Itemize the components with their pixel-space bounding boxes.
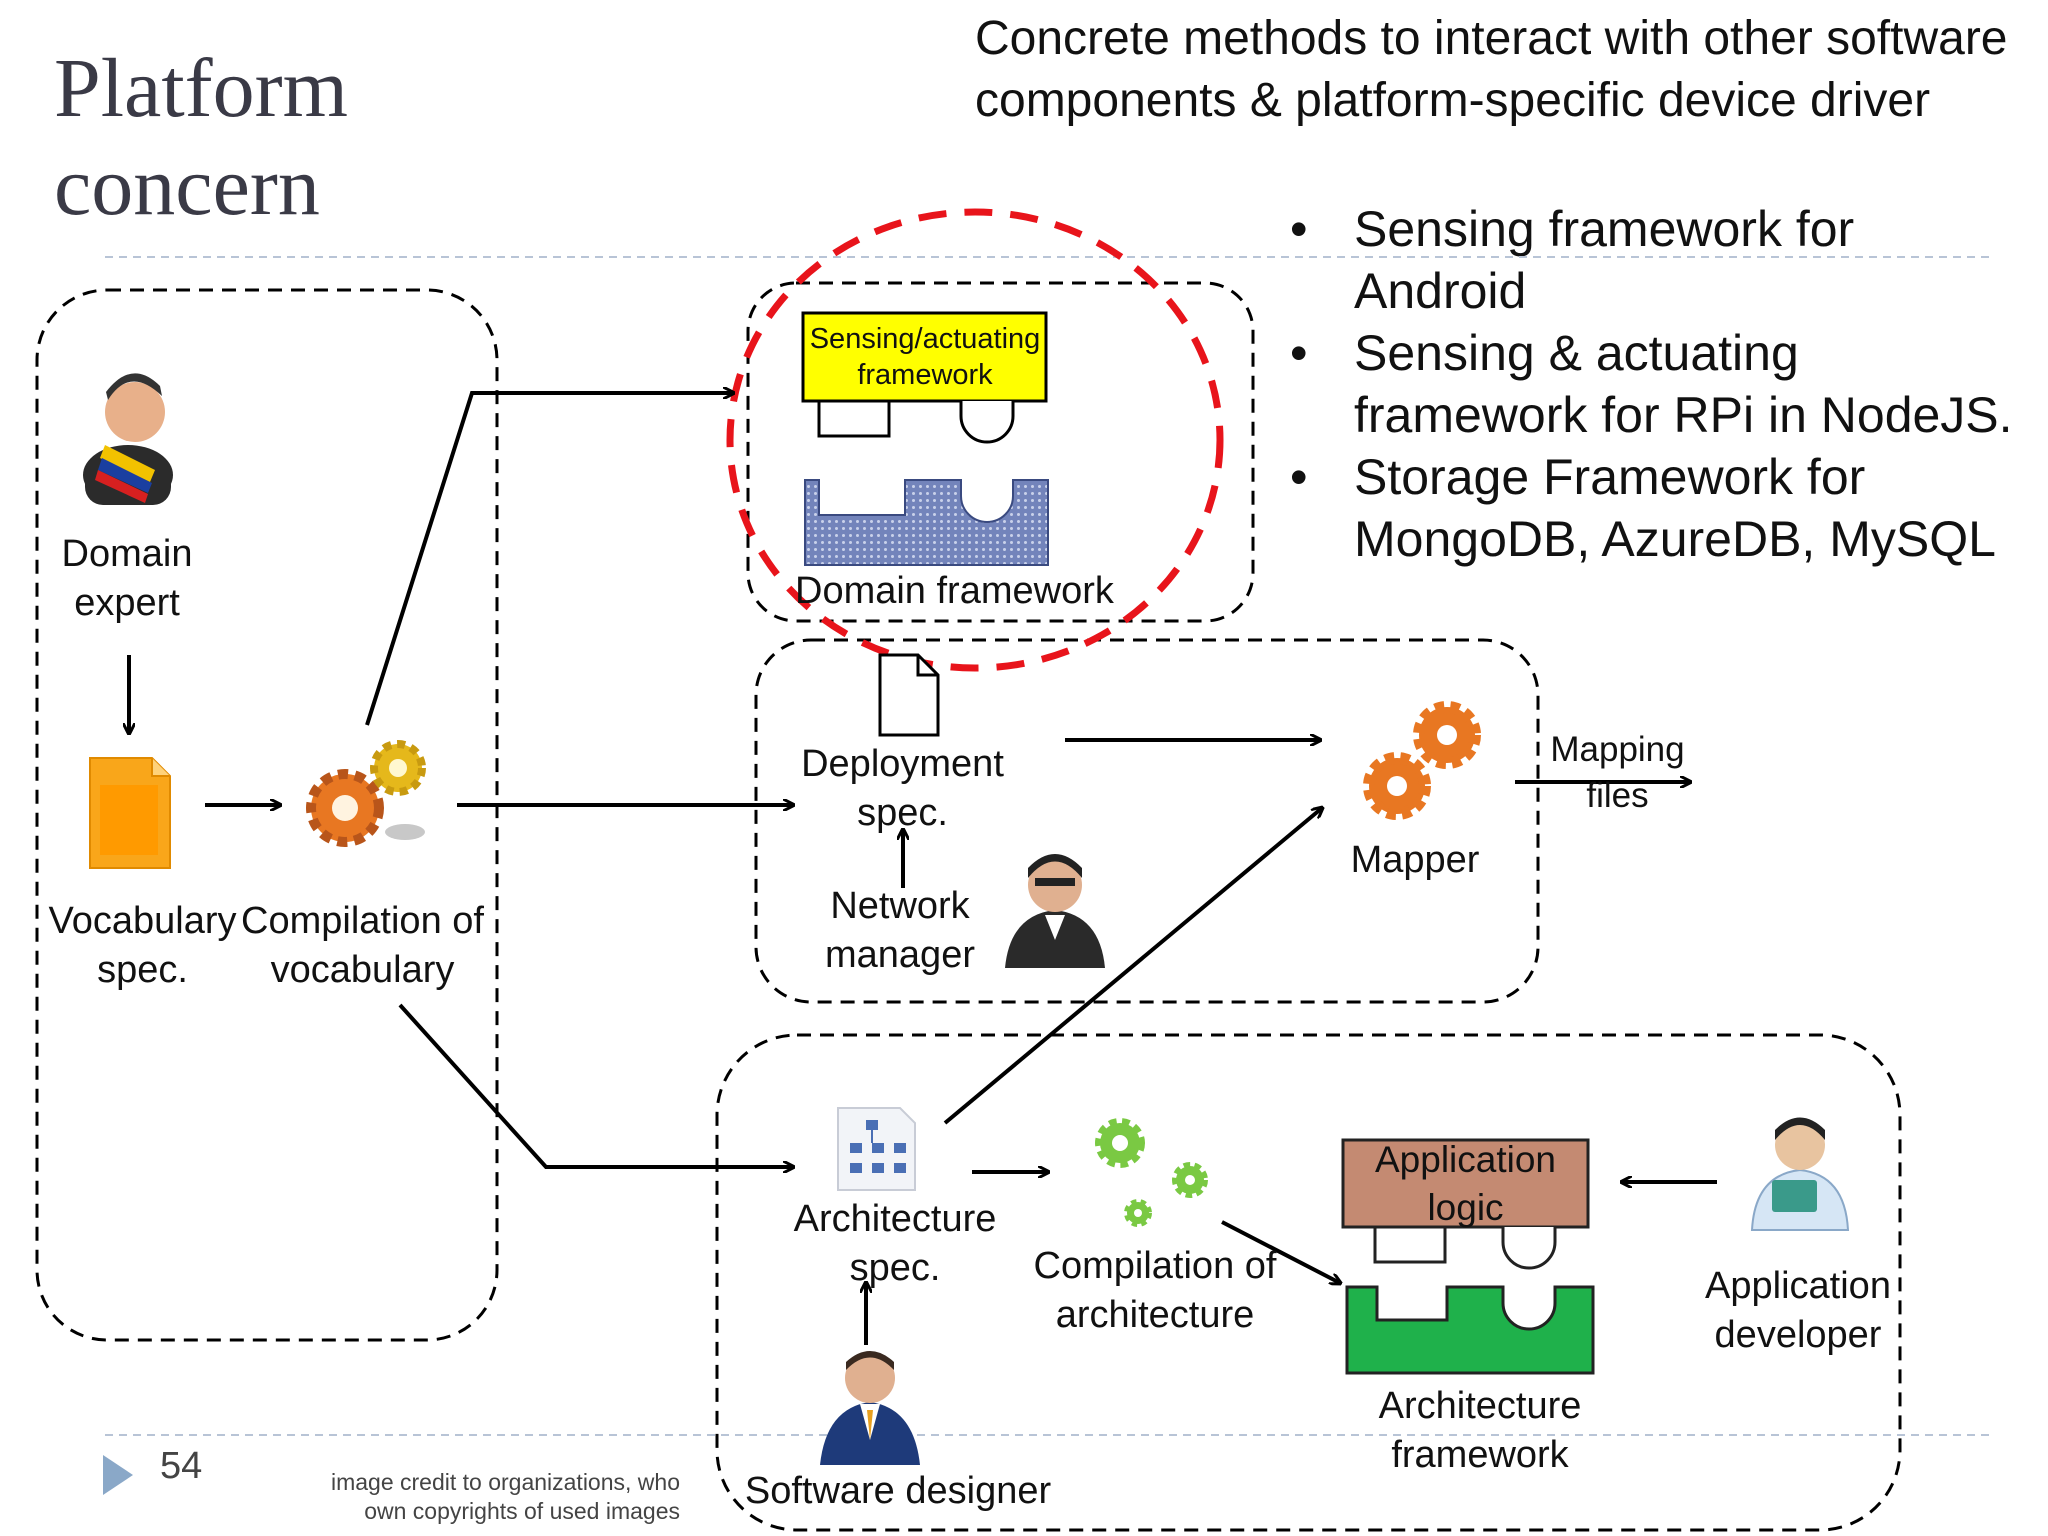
- vocabulary-spec-label: Vocabulary spec.: [48, 900, 237, 991]
- page-number: 54: [160, 1445, 203, 1487]
- sensing-tab-square: [817, 399, 891, 438]
- application-developer-icon: [1750, 1117, 1850, 1231]
- app-logic-tab-round: [1501, 1227, 1557, 1270]
- bullet-icon: •: [1290, 201, 1308, 257]
- arrow-to-platform: [365, 393, 733, 726]
- framework-list: • Sensing framework for Android • Sensing …: [1290, 198, 2030, 570]
- software-designer-label: Software designer: [744, 1470, 1052, 1512]
- highlight-circle: [726, 208, 1224, 672]
- bullet-text: Sensing framework for Android: [1354, 201, 1855, 319]
- architecture-framework-block: [1345, 1285, 1595, 1375]
- domain-concern-box: [35, 288, 499, 1342]
- arrow-compilation-to-framework: [1221, 1220, 1340, 1283]
- domain-expert-icon: [83, 373, 173, 505]
- functional-concern-box: [715, 1033, 1902, 1532]
- architecture-gears-icon: [1095, 1118, 1208, 1227]
- software-designer-icon: [820, 1351, 920, 1465]
- mapper-gears-icon: [1363, 701, 1481, 820]
- bullet-text: Sensing & actuating framework for RPi in…: [1354, 325, 2013, 443]
- mapper-label: Mapper: [1350, 839, 1480, 881]
- arrow-architecture-to-mapper: [943, 808, 1322, 1125]
- sensing-actuating-framework-label: Sensing/actuating framework: [809, 313, 1041, 401]
- list-item: • Sensing framework for Android: [1290, 198, 2030, 322]
- sensing-actuating-box: [801, 311, 1048, 403]
- platform-note: Concrete methods to interact with other …: [975, 12, 2008, 127]
- architecture-diagram-icon: [837, 1107, 916, 1191]
- title-line-1: Platform: [54, 42, 348, 135]
- list-item: • Storage Framework for MongoDB, AzureDB,…: [1290, 446, 2030, 570]
- deployment-document-icon: [878, 653, 940, 737]
- title-line-2: concern: [54, 140, 320, 233]
- list-item: • Sensing & actuating framework for RPi i…: [1290, 322, 2030, 446]
- sensing-tab-round: [959, 401, 1015, 444]
- bullet-icon: •: [1290, 449, 1308, 505]
- app-logic-tab-square: [1373, 1225, 1447, 1264]
- compilation-of-vocabulary-label: Compilation of vocabulary: [241, 900, 484, 991]
- page-marker-icon: [103, 1455, 133, 1495]
- network-manager-icon: [1005, 854, 1105, 968]
- mapping-files-label: Mapping files: [1550, 730, 1685, 815]
- deployment-spec-label: Deployment spec.: [801, 743, 1004, 834]
- compilation-gears-icon: [306, 740, 426, 847]
- bullet-icon: •: [1290, 325, 1308, 381]
- arrow-to-architecture: [398, 1003, 793, 1167]
- architecture-spec-label: Architecture spec.: [793, 1198, 997, 1289]
- platform-concern-box: [746, 281, 1255, 623]
- deployment-concern-box: [754, 638, 1540, 1004]
- domain-framework-block: [804, 479, 1049, 566]
- image-credit: image credit to organizations, who own c…: [330, 1469, 680, 1524]
- bullet-text: Storage Framework for MongoDB, AzureDB, …: [1354, 449, 1996, 567]
- application-logic-text: Application logic: [1374, 1138, 1556, 1228]
- sensing-actuating-text: Sensing/actuating framework: [809, 323, 1041, 391]
- application-logic-box: [1341, 1138, 1590, 1229]
- architecture-framework-label: Architecture framework: [1378, 1385, 1582, 1476]
- slide-title: Platform concern: [54, 40, 348, 236]
- network-manager-label: Network manager: [825, 885, 975, 976]
- vocabulary-document-icon: [89, 757, 171, 869]
- compilation-of-architecture-label: Compilation of architecture: [1033, 1245, 1277, 1336]
- domain-expert-label: Domain expert: [61, 533, 193, 624]
- domain-framework-label: Domain framework: [795, 570, 1114, 612]
- application-developer-label: Application developer: [1705, 1265, 1891, 1356]
- application-logic-label: Application logic: [1343, 1139, 1588, 1228]
